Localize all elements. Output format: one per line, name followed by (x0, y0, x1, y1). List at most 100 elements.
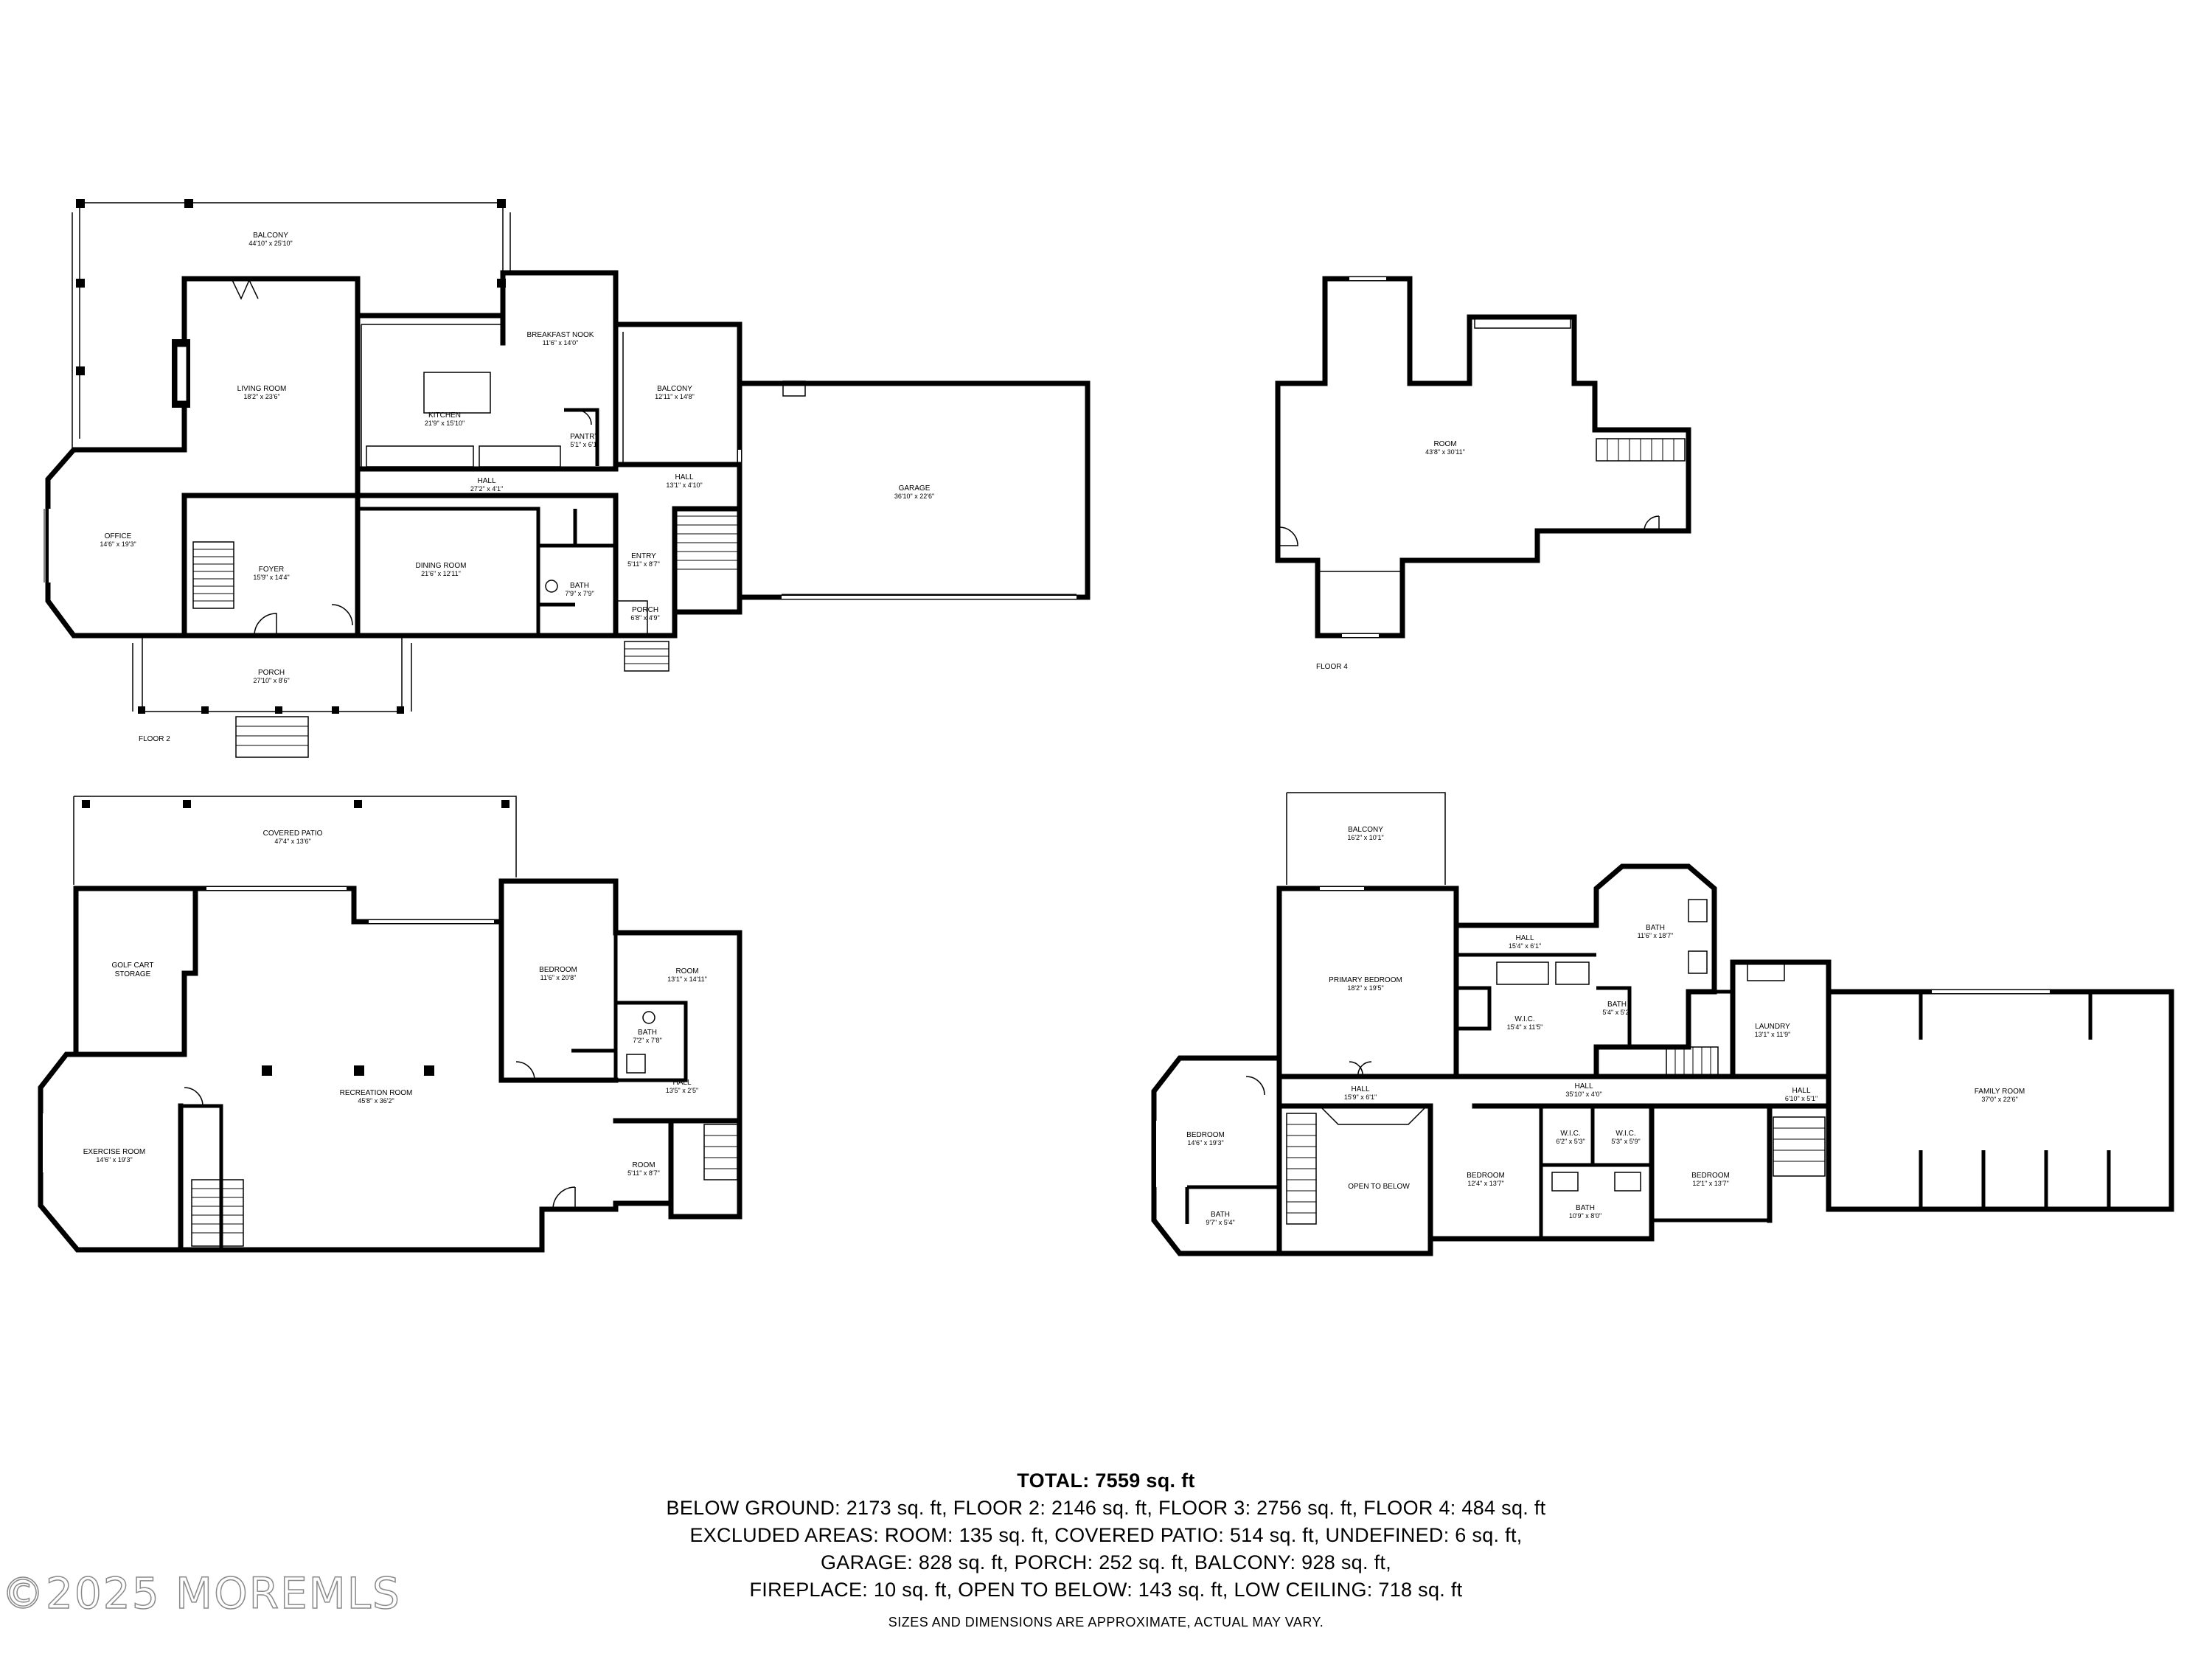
room-name-label: FOYER (259, 566, 284, 574)
room-dimensions-label: 15'4" x 6'1" (1509, 942, 1541, 950)
room-name-label: ENTRY (631, 552, 656, 560)
room-dimensions-label: 35'10" x 4'0" (1565, 1091, 1601, 1098)
room-name-label: BATH (638, 1029, 657, 1037)
room-dimensions-label: 44'10" x 25'10" (248, 240, 292, 247)
room-dimensions-label: 5'4" x 5'2" (1602, 1009, 1631, 1016)
floor-label: FLOOR 2 (139, 735, 170, 743)
room-name-label: BEDROOM (1691, 1172, 1730, 1180)
room-dimensions-label: 10'9" x 8'0" (1569, 1212, 1601, 1220)
room-dimensions-label: 5'11" x 8'7" (627, 1169, 660, 1177)
room-dimensions-label: 27'10" x 8'6" (253, 677, 289, 684)
summary-line-4: FIREPLACE: 10 sq. ft, OPEN TO BELOW: 143… (749, 1579, 1463, 1601)
room-dimensions-label: 5'11" x 8'7" (627, 560, 660, 568)
room-dimensions-label: 14'6" x 19'3" (100, 540, 136, 548)
room-dimensions-label: 12'11" x 14'8" (655, 393, 695, 400)
room-name-label: HALL (1515, 934, 1534, 942)
room-name-label: BALCONY (1348, 826, 1383, 834)
below-ground-plan (38, 796, 742, 1253)
room-name-label: LIVING ROOM (237, 385, 287, 393)
room-name-label: HALL (1574, 1082, 1593, 1091)
room-name-label: ROOM (632, 1161, 655, 1169)
room-name-label: BALCONY (253, 232, 288, 240)
room-name-label: RECREATION ROOM (340, 1089, 413, 1097)
room-name-label: ROOM (1433, 440, 1456, 448)
room-dimensions-label: 6'10" x 5'1" (1785, 1095, 1818, 1102)
room-dimensions-label: 5'3" x 5'9" (1611, 1138, 1640, 1145)
room-dimensions-label: 9'7" x 5'4" (1206, 1219, 1234, 1226)
room-dimensions-label: 47'4" x 13'6" (274, 838, 310, 845)
room-name-label: PORCH (258, 669, 285, 677)
room-dimensions-label: 13'1" x 11'9" (1755, 1031, 1791, 1038)
room-dimensions-label: 15'4" x 11'5" (1507, 1023, 1543, 1031)
room-dimensions-label: 5'1" x 6'1" (570, 441, 599, 448)
floor-label: FLOOR 4 (1316, 663, 1348, 671)
disclaimer: SIZES AND DIMENSIONS ARE APPROXIMATE, AC… (888, 1615, 1324, 1630)
room-dimensions-label: 7'2" x 7'8" (633, 1037, 661, 1044)
room-dimensions-label: 11'6" x 18'7" (1638, 932, 1674, 939)
room-name-label: GARAGE (899, 484, 931, 493)
room-name-label: HALL (672, 1079, 691, 1087)
room-dimensions-label: 37'0" x 22'6" (1981, 1096, 2017, 1103)
room-dimensions-label: 11'6" x 20'8" (540, 974, 577, 981)
room-name-label: BALCONY (657, 385, 692, 393)
room-name-label: GOLF CART (111, 961, 153, 970)
room-name-label: PORCH (632, 606, 658, 614)
floor-4-plan (1275, 276, 1691, 639)
room-name-label: BATH (1646, 924, 1665, 932)
room-name-label: PRIMARY BEDROOM (1329, 976, 1402, 984)
room-dimensions-label: 45'8" x 36'2" (358, 1097, 394, 1105)
room-dimensions-label: 18'2" x 23'6" (243, 393, 279, 400)
watermark: ©2025 MOREMLS (1, 1568, 401, 1619)
room-dimensions-label: 15'9" x 6'1" (1344, 1093, 1377, 1101)
room-dimensions-label: 7'9" x 7'9" (565, 590, 594, 597)
room-dimensions-label: 12'1" x 13'7" (1692, 1180, 1728, 1187)
room-name-label: ROOM (675, 967, 698, 975)
room-dimensions-label: 21'6" x 12'11" (421, 570, 461, 577)
room-dimensions-label: 15'9" x 14'4" (253, 574, 289, 581)
room-name-label: BEDROOM (1186, 1131, 1225, 1139)
room-name-label: W.I.C. (1615, 1130, 1635, 1138)
total-area: TOTAL: 7559 sq. ft (1017, 1470, 1195, 1492)
room-dimensions-label: 6'2" x 5'3" (1556, 1138, 1585, 1145)
room-name-label: STORAGE (115, 970, 151, 978)
room-name-label: FAMILY ROOM (1975, 1088, 2025, 1096)
room-dimensions-label: 14'6" x 19'3" (96, 1156, 132, 1164)
room-name-label: COVERED PATIO (263, 830, 323, 838)
room-name-label: BREAKFAST NOOK (527, 331, 594, 339)
room-name-label: KITCHEN (428, 411, 461, 420)
room-name-label: BATH (1607, 1001, 1627, 1009)
room-dimensions-label: 13'5" x 2'5" (666, 1087, 698, 1094)
room-name-label: BATH (570, 582, 589, 590)
room-dimensions-label: 43'8" x 30'11" (1425, 448, 1465, 456)
room-name-label: HALL (675, 473, 693, 481)
room-name-label: PANTRY (570, 433, 599, 441)
room-dimensions-label: 27'2" x 4'1" (470, 485, 503, 493)
room-name-label: W.I.C. (1560, 1130, 1580, 1138)
room-dimensions-label: 13'1" x 14'11" (667, 975, 707, 983)
room-name-label: DINING ROOM (416, 562, 467, 570)
room-dimensions-label: 16'2" x 10'1" (1347, 834, 1383, 841)
room-dimensions-label: 14'6" x 19'3" (1187, 1139, 1223, 1147)
room-name-label: HALL (1351, 1085, 1369, 1093)
room-name-label: BATH (1576, 1204, 1595, 1212)
room-dimensions-label: 21'9" x 15'10" (425, 420, 465, 427)
summary-line-3: GARAGE: 828 sq. ft, PORCH: 252 sq. ft, B… (820, 1551, 1392, 1573)
floor-2-plan (44, 199, 1091, 758)
room-name-label: BEDROOM (539, 966, 577, 974)
room-dimensions-label: 11'6" x 14'0" (543, 339, 579, 347)
room-name-label: BEDROOM (1467, 1172, 1505, 1180)
summary-line-2: EXCLUDED AREAS: ROOM: 135 sq. ft, COVERE… (689, 1524, 1523, 1546)
room-name-label: LAUNDRY (1755, 1023, 1790, 1031)
room-dimensions-label: 13'1" x 4'10" (666, 481, 702, 489)
room-name-label: BATH (1211, 1211, 1230, 1219)
room-dimensions-label: 18'2" x 19'5" (1347, 984, 1383, 992)
room-name-label: EXERCISE ROOM (83, 1148, 145, 1156)
floor-3-plan (1151, 792, 2174, 1256)
room-name-label: OFFICE (105, 532, 132, 540)
room-name-label: HALL (477, 477, 495, 485)
room-dimensions-label: 12'4" x 13'7" (1467, 1180, 1503, 1187)
room-name-label: OPEN TO BELOW (1348, 1183, 1410, 1191)
area-summary: TOTAL: 7559 sq. ft BELOW GROUND: 2173 sq… (0, 1467, 2212, 1604)
